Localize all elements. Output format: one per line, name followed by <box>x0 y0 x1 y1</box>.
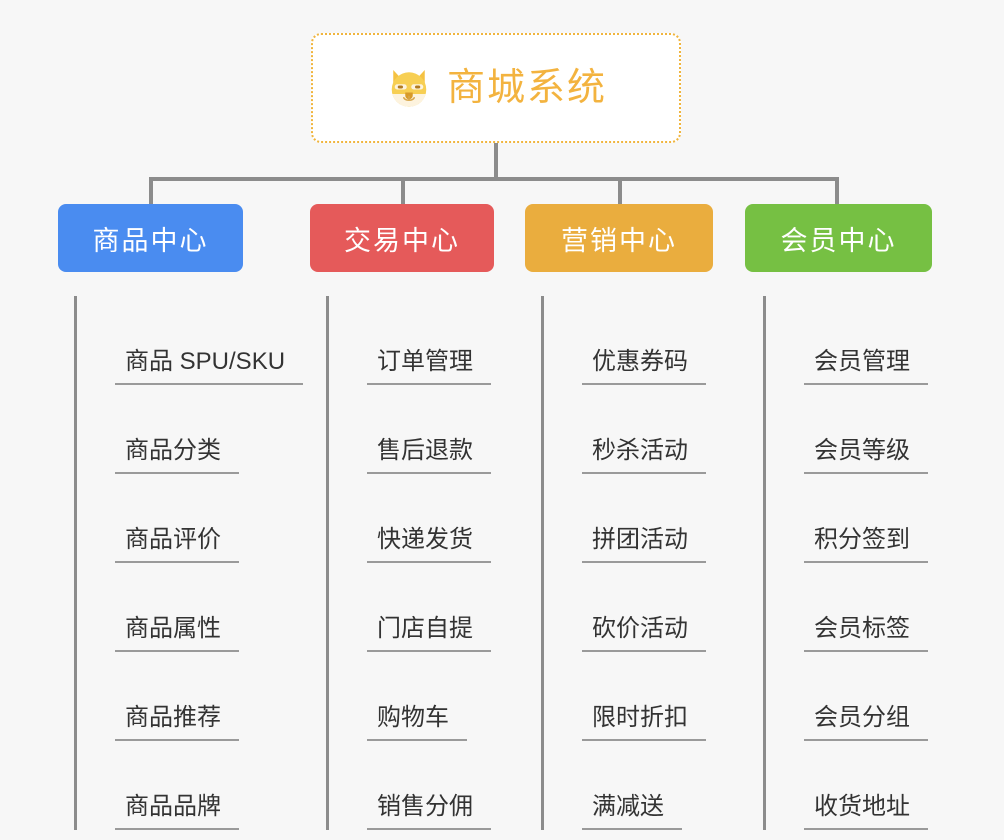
leaf-label: 订单管理 <box>367 348 491 385</box>
leaf-item[interactable]: 砍价活动 <box>558 563 713 652</box>
leaf-label: 会员标签 <box>804 615 928 652</box>
leaf-item[interactable]: 会员分组 <box>780 652 932 741</box>
dog-face-icon <box>391 70 427 109</box>
leaf-label: 积分签到 <box>804 526 928 563</box>
branch-marketing-center: 营销中心 优惠券码 秒杀活动 拼团活动 砍价活动 限时折扣 满减送 <box>525 204 713 830</box>
leaf-label: 会员等级 <box>804 437 928 474</box>
leaf-item[interactable]: 销售分佣 <box>343 741 494 830</box>
leaf-list-marketing-center: 优惠券码 秒杀活动 拼团活动 砍价活动 限时折扣 满减送 <box>541 296 713 830</box>
branch-header-product-center[interactable]: 商品中心 <box>58 204 243 272</box>
leaf-item[interactable]: 满减送 <box>558 741 713 830</box>
leaf-label: 会员分组 <box>804 704 928 741</box>
leaf-item[interactable]: 拼团活动 <box>558 474 713 563</box>
leaf-list-trade-center: 订单管理 售后退款 快递发货 门店自提 购物车 销售分佣 <box>326 296 494 830</box>
connector-horizontal-bus <box>149 177 839 181</box>
leaf-label: 商品评价 <box>115 526 239 563</box>
branch-header-member-center[interactable]: 会员中心 <box>745 204 932 272</box>
leaf-item[interactable]: 门店自提 <box>343 563 494 652</box>
leaf-item[interactable]: 商品品牌 <box>91 741 303 830</box>
leaf-item[interactable]: 快递发货 <box>343 474 494 563</box>
leaf-label: 限时折扣 <box>582 704 706 741</box>
leaf-label: 砍价活动 <box>582 615 706 652</box>
connector-drop-3 <box>618 177 622 206</box>
leaf-label: 商品属性 <box>115 615 239 652</box>
leaf-label: 销售分佣 <box>367 793 491 830</box>
branch-label: 商品中心 <box>92 225 209 256</box>
leaf-item[interactable]: 购物车 <box>343 652 494 741</box>
leaf-item[interactable]: 会员标签 <box>780 563 932 652</box>
leaf-item[interactable]: 订单管理 <box>343 296 494 385</box>
branch-header-marketing-center[interactable]: 营销中心 <box>525 204 713 272</box>
root-title: 商城系统 <box>446 67 607 109</box>
leaf-item[interactable]: 售后退款 <box>343 385 494 474</box>
leaf-label: 会员管理 <box>804 348 928 385</box>
connector-drop-2 <box>401 177 405 206</box>
leaf-item[interactable]: 商品属性 <box>91 563 303 652</box>
connector-drop-1 <box>149 177 153 206</box>
branch-label: 交易中心 <box>344 225 460 256</box>
branch-label: 营销中心 <box>561 225 677 256</box>
leaf-item[interactable]: 商品评价 <box>91 474 303 563</box>
connector-root-stem <box>494 143 498 180</box>
leaf-item[interactable]: 收货地址 <box>780 741 932 830</box>
leaf-label: 满减送 <box>582 793 682 830</box>
leaf-item[interactable]: 商品分类 <box>91 385 303 474</box>
branch-member-center: 会员中心 会员管理 会员等级 积分签到 会员标签 会员分组 收货地址 <box>745 204 932 830</box>
leaf-label: 门店自提 <box>367 615 491 652</box>
leaf-label: 商品分类 <box>115 437 239 474</box>
leaf-list-product-center: 商品 SPU/SKU 商品分类 商品评价 商品属性 商品推荐 商品品牌 <box>74 296 304 830</box>
branch-trade-center: 交易中心 订单管理 售后退款 快递发货 门店自提 购物车 销售分佣 <box>310 204 494 830</box>
root-node[interactable]: 商城系统 <box>311 33 681 143</box>
leaf-label: 购物车 <box>367 704 467 741</box>
leaf-label: 优惠券码 <box>582 348 706 385</box>
leaf-item[interactable]: 商品 SPU/SKU <box>91 296 304 385</box>
leaf-label: 秒杀活动 <box>582 437 706 474</box>
leaf-label: 商品品牌 <box>115 793 239 830</box>
leaf-item[interactable]: 优惠券码 <box>558 296 713 385</box>
branch-header-trade-center[interactable]: 交易中心 <box>310 204 494 272</box>
leaf-label: 商品推荐 <box>115 704 239 741</box>
leaf-label: 快递发货 <box>367 526 491 563</box>
leaf-label: 拼团活动 <box>582 526 706 563</box>
branch-product-center: 商品中心 商品 SPU/SKU 商品分类 商品评价 商品属性 商品推荐 商品品牌 <box>58 204 304 830</box>
leaf-item[interactable]: 会员等级 <box>780 385 932 474</box>
leaf-item[interactable]: 限时折扣 <box>558 652 713 741</box>
leaf-label: 售后退款 <box>367 437 491 474</box>
leaf-item[interactable]: 会员管理 <box>780 296 932 385</box>
leaf-item[interactable]: 积分签到 <box>780 474 932 563</box>
connector-drop-4 <box>835 177 839 206</box>
leaf-label: 商品 SPU/SKU <box>115 348 304 385</box>
leaf-item[interactable]: 商品推荐 <box>91 652 303 741</box>
leaf-list-member-center: 会员管理 会员等级 积分签到 会员标签 会员分组 收货地址 <box>763 296 932 830</box>
leaf-label: 收货地址 <box>804 793 928 830</box>
branch-label: 会员中心 <box>780 225 897 256</box>
leaf-item[interactable]: 秒杀活动 <box>558 385 713 474</box>
